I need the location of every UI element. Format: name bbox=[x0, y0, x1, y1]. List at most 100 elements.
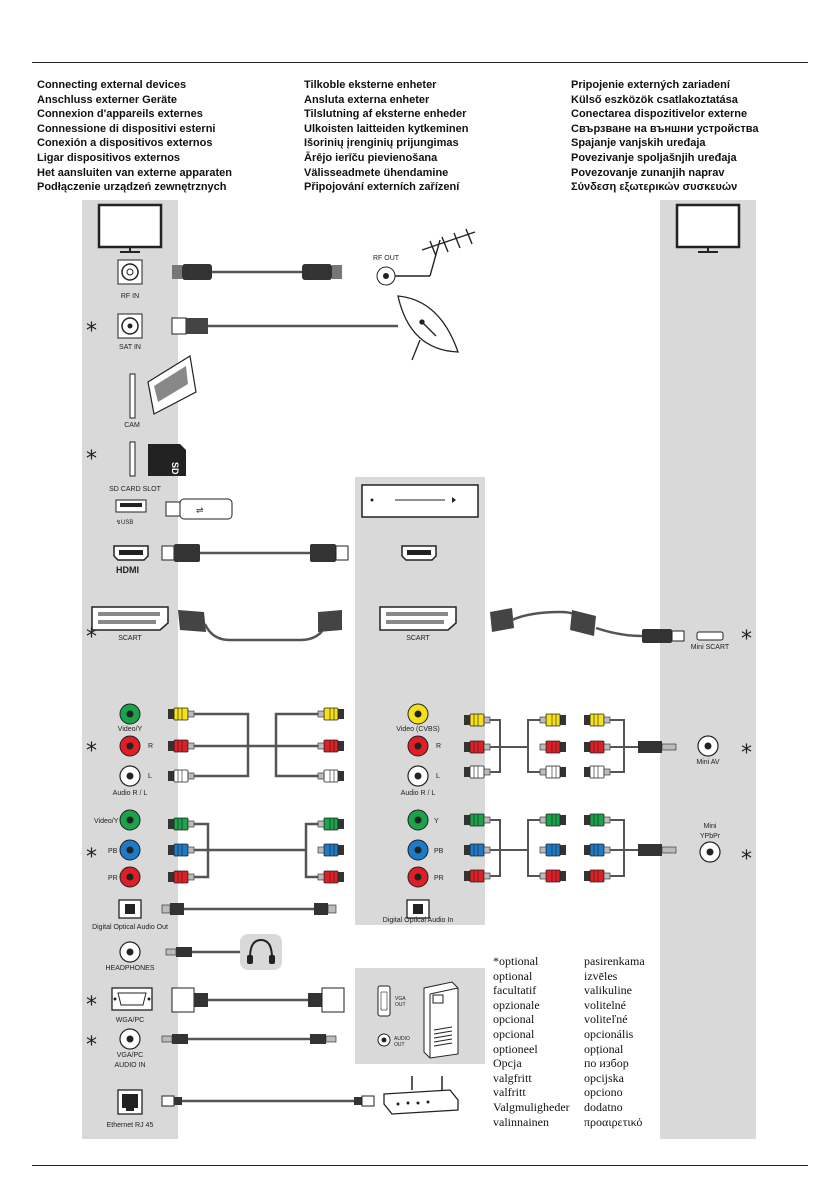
title-line: Connexion d'appareils externes bbox=[37, 108, 203, 121]
router-icon bbox=[383, 1076, 459, 1115]
device-optical-in-port bbox=[406, 899, 430, 919]
headphone-jack bbox=[119, 941, 141, 963]
component-cable-left bbox=[167, 817, 345, 884]
device-y-label: Y bbox=[434, 818, 439, 825]
legend-line: optional bbox=[493, 968, 533, 983]
sd-slot bbox=[129, 441, 136, 477]
tv-icon bbox=[675, 203, 741, 253]
mini-scart-label: Mini SCART bbox=[691, 644, 730, 651]
wga-pc-label: WGA/PC bbox=[116, 1017, 144, 1024]
component-pb-label: PB bbox=[108, 848, 118, 855]
title-line: Connecting external devices bbox=[37, 79, 187, 91]
bottom-rule bbox=[32, 1165, 808, 1166]
pc-audio-out-label-2: OUT bbox=[394, 1042, 405, 1048]
usb-logo-icon: ↯USB bbox=[116, 519, 133, 526]
audio-rl-label: Audio R / L bbox=[113, 790, 148, 797]
title-line: Spajanje vanjskih uređaja bbox=[571, 137, 706, 150]
legend-line: opcionális bbox=[584, 1026, 634, 1041]
device-audio-l-jack bbox=[407, 765, 429, 787]
antenna-icon bbox=[395, 228, 476, 277]
component-pr-label: PR bbox=[108, 875, 118, 882]
title-line: Het aansluiten van externe apparaten bbox=[37, 166, 233, 179]
ethernet-label: Ethernet RJ 45 bbox=[107, 1122, 154, 1129]
optional-asterisk: * bbox=[741, 627, 752, 652]
title-line: Ansluta externa enheter bbox=[304, 93, 430, 106]
optional-asterisk: * bbox=[86, 739, 97, 764]
tv-icon bbox=[97, 203, 163, 253]
vga-port bbox=[111, 987, 153, 1011]
title-line: Conexión a dispositivos externos bbox=[37, 137, 213, 150]
pc-vga-out-port bbox=[377, 985, 391, 1017]
scart-label: SCART bbox=[118, 635, 142, 642]
title-line: Anschluss externer Geräte bbox=[37, 93, 178, 106]
headphone-cable bbox=[165, 947, 240, 957]
device-audio-rl-label: Audio R / L bbox=[401, 790, 436, 797]
legend-line: Valgmuligheder bbox=[493, 1099, 570, 1114]
legend-line: *optional bbox=[493, 954, 539, 968]
legend-line: Opcja bbox=[493, 1056, 522, 1071]
pc-audio-out-label-1: AUDIO bbox=[394, 1036, 410, 1042]
audio-r-label: R bbox=[148, 743, 153, 750]
title-line: Σύνδεση εξωτερικών συσκευών bbox=[571, 181, 738, 194]
rf-in-label: RF IN bbox=[121, 293, 139, 300]
title-line: Připojování externích zařízení bbox=[304, 181, 460, 194]
optional-asterisk: * bbox=[741, 741, 752, 766]
headphones-label: HEADPHONES bbox=[105, 965, 154, 972]
sd-card-slot-label: SD CARD SLOT bbox=[109, 486, 161, 493]
legend-line: valgfritt bbox=[493, 1070, 532, 1085]
title-line: Ulkoisten laitteiden kytkeminen bbox=[304, 122, 469, 135]
hdmi-port bbox=[113, 545, 149, 561]
device-pr-label: PR bbox=[434, 875, 444, 882]
optional-asterisk: * bbox=[86, 845, 97, 870]
mini-ypbpr-jack bbox=[699, 841, 721, 863]
legend-line: opcijska bbox=[584, 1070, 624, 1085]
optional-legend-column-2: pasirenkama izvēles valikuline volitelné… bbox=[584, 954, 645, 1129]
vga-audio-label-1: VGA/PC bbox=[117, 1052, 143, 1059]
sat-in-label: SAT IN bbox=[119, 344, 141, 351]
title-line: Ligar dispositivos externos bbox=[37, 151, 181, 164]
title-line: Povezovanje zunanjih naprav bbox=[571, 166, 725, 179]
rf-out-label: RF OUT bbox=[373, 255, 400, 262]
scart-port bbox=[91, 606, 169, 631]
device-hdmi-port bbox=[401, 545, 437, 561]
legend-line: valikuline bbox=[584, 983, 632, 998]
rf-in-port bbox=[117, 259, 143, 285]
legend-line: pasirenkama bbox=[584, 954, 645, 968]
sd-card-icon bbox=[148, 444, 186, 476]
rf-out-port bbox=[376, 266, 396, 286]
pc-panel bbox=[355, 968, 485, 1064]
audio-cable bbox=[161, 1034, 337, 1044]
title-line: Külső eszközök csatlakoztatása bbox=[571, 93, 738, 106]
optional-asterisk: * bbox=[86, 319, 97, 344]
headphones-icon bbox=[240, 934, 282, 970]
legend-line: по избор bbox=[584, 1056, 629, 1071]
audio-l-jack bbox=[119, 765, 141, 787]
svg-text:⇌: ⇌ bbox=[196, 506, 204, 516]
optical-cable bbox=[161, 903, 337, 915]
hdmi-logo-icon: HDMI bbox=[116, 565, 139, 575]
legend-line: opciono bbox=[584, 1085, 623, 1100]
legend-line: izvēles bbox=[584, 968, 618, 983]
satellite-dish-icon bbox=[397, 295, 459, 361]
pc-vga-out-label-1: VGA bbox=[395, 996, 406, 1002]
component-y-label: Video/Y bbox=[94, 818, 119, 825]
legend-line: opcional bbox=[493, 1026, 535, 1041]
mini-av-label: Mini AV bbox=[696, 759, 720, 766]
cam-slot bbox=[129, 373, 136, 419]
mini-av-jack bbox=[697, 735, 719, 757]
mini-scart-port bbox=[696, 631, 724, 641]
scart-cable bbox=[178, 610, 342, 642]
device-optical-in-label: Digital Optical Audio In bbox=[383, 917, 454, 924]
dvd-player-icon bbox=[361, 484, 479, 518]
component-cable-right bbox=[463, 813, 677, 883]
optional-asterisk: * bbox=[86, 447, 97, 472]
title-line: Išorinių įrenginių prijungimas bbox=[304, 137, 459, 150]
legend-line: valfritt bbox=[493, 1085, 526, 1100]
legend-line: facultatif bbox=[493, 983, 537, 998]
title-line: Conectarea dispozitivelor externe bbox=[571, 108, 748, 121]
title-line: Välisseadmete ühendamine bbox=[304, 166, 449, 179]
title-line: Podłączenie urządzeń zewnętrznych bbox=[37, 181, 227, 194]
ci-module-icon bbox=[147, 355, 197, 415]
pc-tower-icon bbox=[423, 981, 459, 1059]
